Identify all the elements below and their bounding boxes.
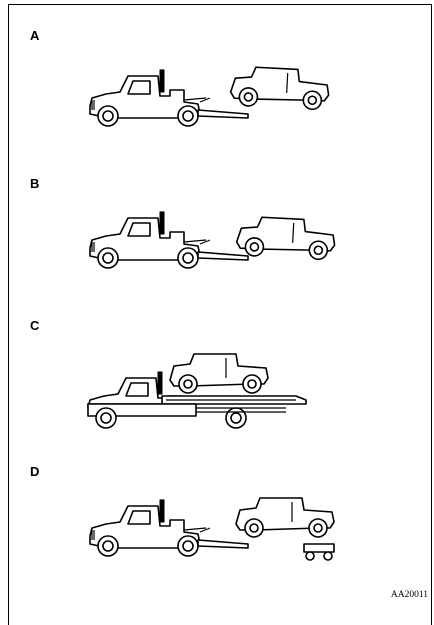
panel-label-c: C xyxy=(30,318,40,333)
panel-label-a: A xyxy=(30,28,40,43)
page-frame xyxy=(8,4,432,625)
wheel-lift-with-dolly-illustration xyxy=(89,497,335,561)
wheel-lift-tow-front-drive-illustration xyxy=(89,65,331,127)
panel-label-b: B xyxy=(30,176,40,191)
wheel-lift-tow-rear-illustration xyxy=(89,211,337,269)
figure-code: AA20011 xyxy=(390,590,428,600)
panel-label-d: D xyxy=(30,464,40,479)
flatbed-tow-illustration xyxy=(87,353,307,429)
